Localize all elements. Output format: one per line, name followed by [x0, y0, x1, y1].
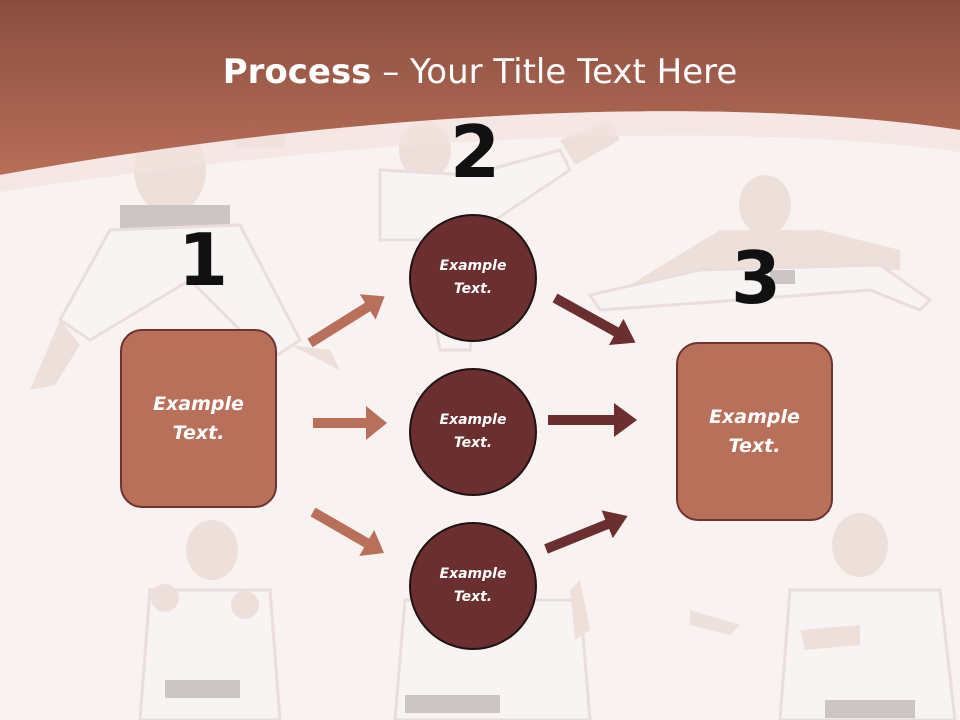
header-band	[0, 0, 960, 175]
step-number-2: 2	[450, 110, 501, 194]
arrow-middle-to-right	[548, 403, 637, 437]
box-left-line1: Example	[153, 392, 244, 415]
step-number-3: 3	[731, 236, 782, 320]
process-box-left[interactable]: Example Text.	[120, 329, 277, 508]
header-swoosh	[0, 111, 960, 192]
arrow-left-to-middle	[313, 406, 387, 440]
process-box-right[interactable]: Example Text.	[676, 342, 833, 521]
circle-bottom-line1: Example	[439, 566, 507, 582]
circle-bottom-text: Example Text.	[440, 563, 507, 609]
arrow-top-to-right	[552, 293, 636, 346]
circle-top-line2: Text.	[453, 281, 493, 297]
process-circle-top[interactable]: Example Text.	[409, 214, 537, 342]
circle-middle-text: Example Text.	[440, 409, 507, 455]
circle-middle-line1: Example	[439, 412, 507, 428]
circle-top-text: Example Text.	[440, 255, 507, 301]
circle-top-line1: Example	[439, 258, 507, 274]
circle-middle-line2: Text.	[453, 435, 493, 451]
title-rest: – Your Title Text Here	[371, 52, 738, 92]
arrow-left-to-top	[307, 294, 385, 348]
box-left-line2: Text.	[172, 421, 225, 444]
process-circle-bottom[interactable]: Example Text.	[409, 522, 537, 650]
process-circle-middle[interactable]: Example Text.	[409, 368, 537, 496]
box-right-line1: Example	[709, 405, 800, 428]
slide-title: Process – Your Title Text Here	[0, 52, 960, 92]
arrow-left-to-bottom	[310, 507, 385, 556]
arrows-right-group	[544, 293, 637, 554]
title-bold: Process	[222, 52, 372, 92]
box-left-text: Example Text.	[153, 390, 244, 448]
box-right-text: Example Text.	[709, 403, 800, 461]
arrow-bottom-to-right	[544, 510, 628, 554]
circle-bottom-line2: Text.	[453, 589, 493, 605]
box-right-line2: Text.	[728, 434, 781, 457]
step-number-1: 1	[178, 218, 229, 302]
arrows-left-group	[307, 294, 387, 556]
